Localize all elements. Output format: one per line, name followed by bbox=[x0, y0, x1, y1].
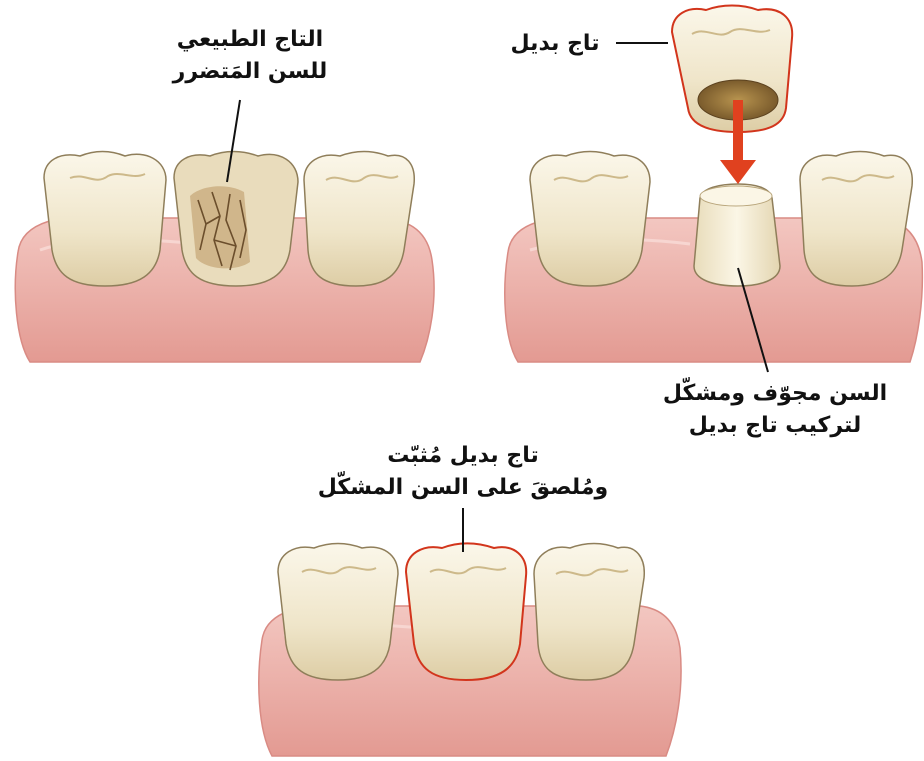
damaged-tooth-panel bbox=[15, 152, 434, 363]
label-line: تاج بديل bbox=[500, 28, 610, 60]
label-line: للسن المَتضرر bbox=[150, 56, 350, 88]
molar-tooth-right bbox=[800, 152, 912, 287]
molar-tooth-left bbox=[44, 152, 166, 287]
molar-tooth-left bbox=[530, 152, 650, 287]
label-line: السن مجوّف ومشكّل bbox=[640, 378, 910, 410]
molar-tooth-right bbox=[304, 152, 414, 287]
stump-top bbox=[700, 186, 772, 206]
cemented-crown bbox=[406, 544, 526, 681]
label-line: تاج بديل مُثبّت bbox=[300, 440, 626, 472]
molar-tooth-left bbox=[278, 544, 398, 681]
label-prepared-tooth: السن مجوّف ومشكّل لتركيب تاج بديل bbox=[640, 378, 910, 442]
label-damaged-natural-crown: التاج الطبيعي للسن المَتضرر bbox=[150, 24, 350, 88]
cemented-crown-panel bbox=[259, 544, 681, 757]
label-replacement-crown: تاج بديل bbox=[500, 28, 610, 60]
label-line: لتركيب تاج بديل bbox=[640, 410, 910, 442]
label-line: ومُلصقَ على السن المشكّل bbox=[300, 472, 626, 504]
molar-tooth-right bbox=[534, 544, 644, 681]
label-line: التاج الطبيعي bbox=[150, 24, 350, 56]
label-cemented-crown: تاج بديل مُثبّت ومُلصقَ على السن المشكّل bbox=[300, 440, 626, 504]
